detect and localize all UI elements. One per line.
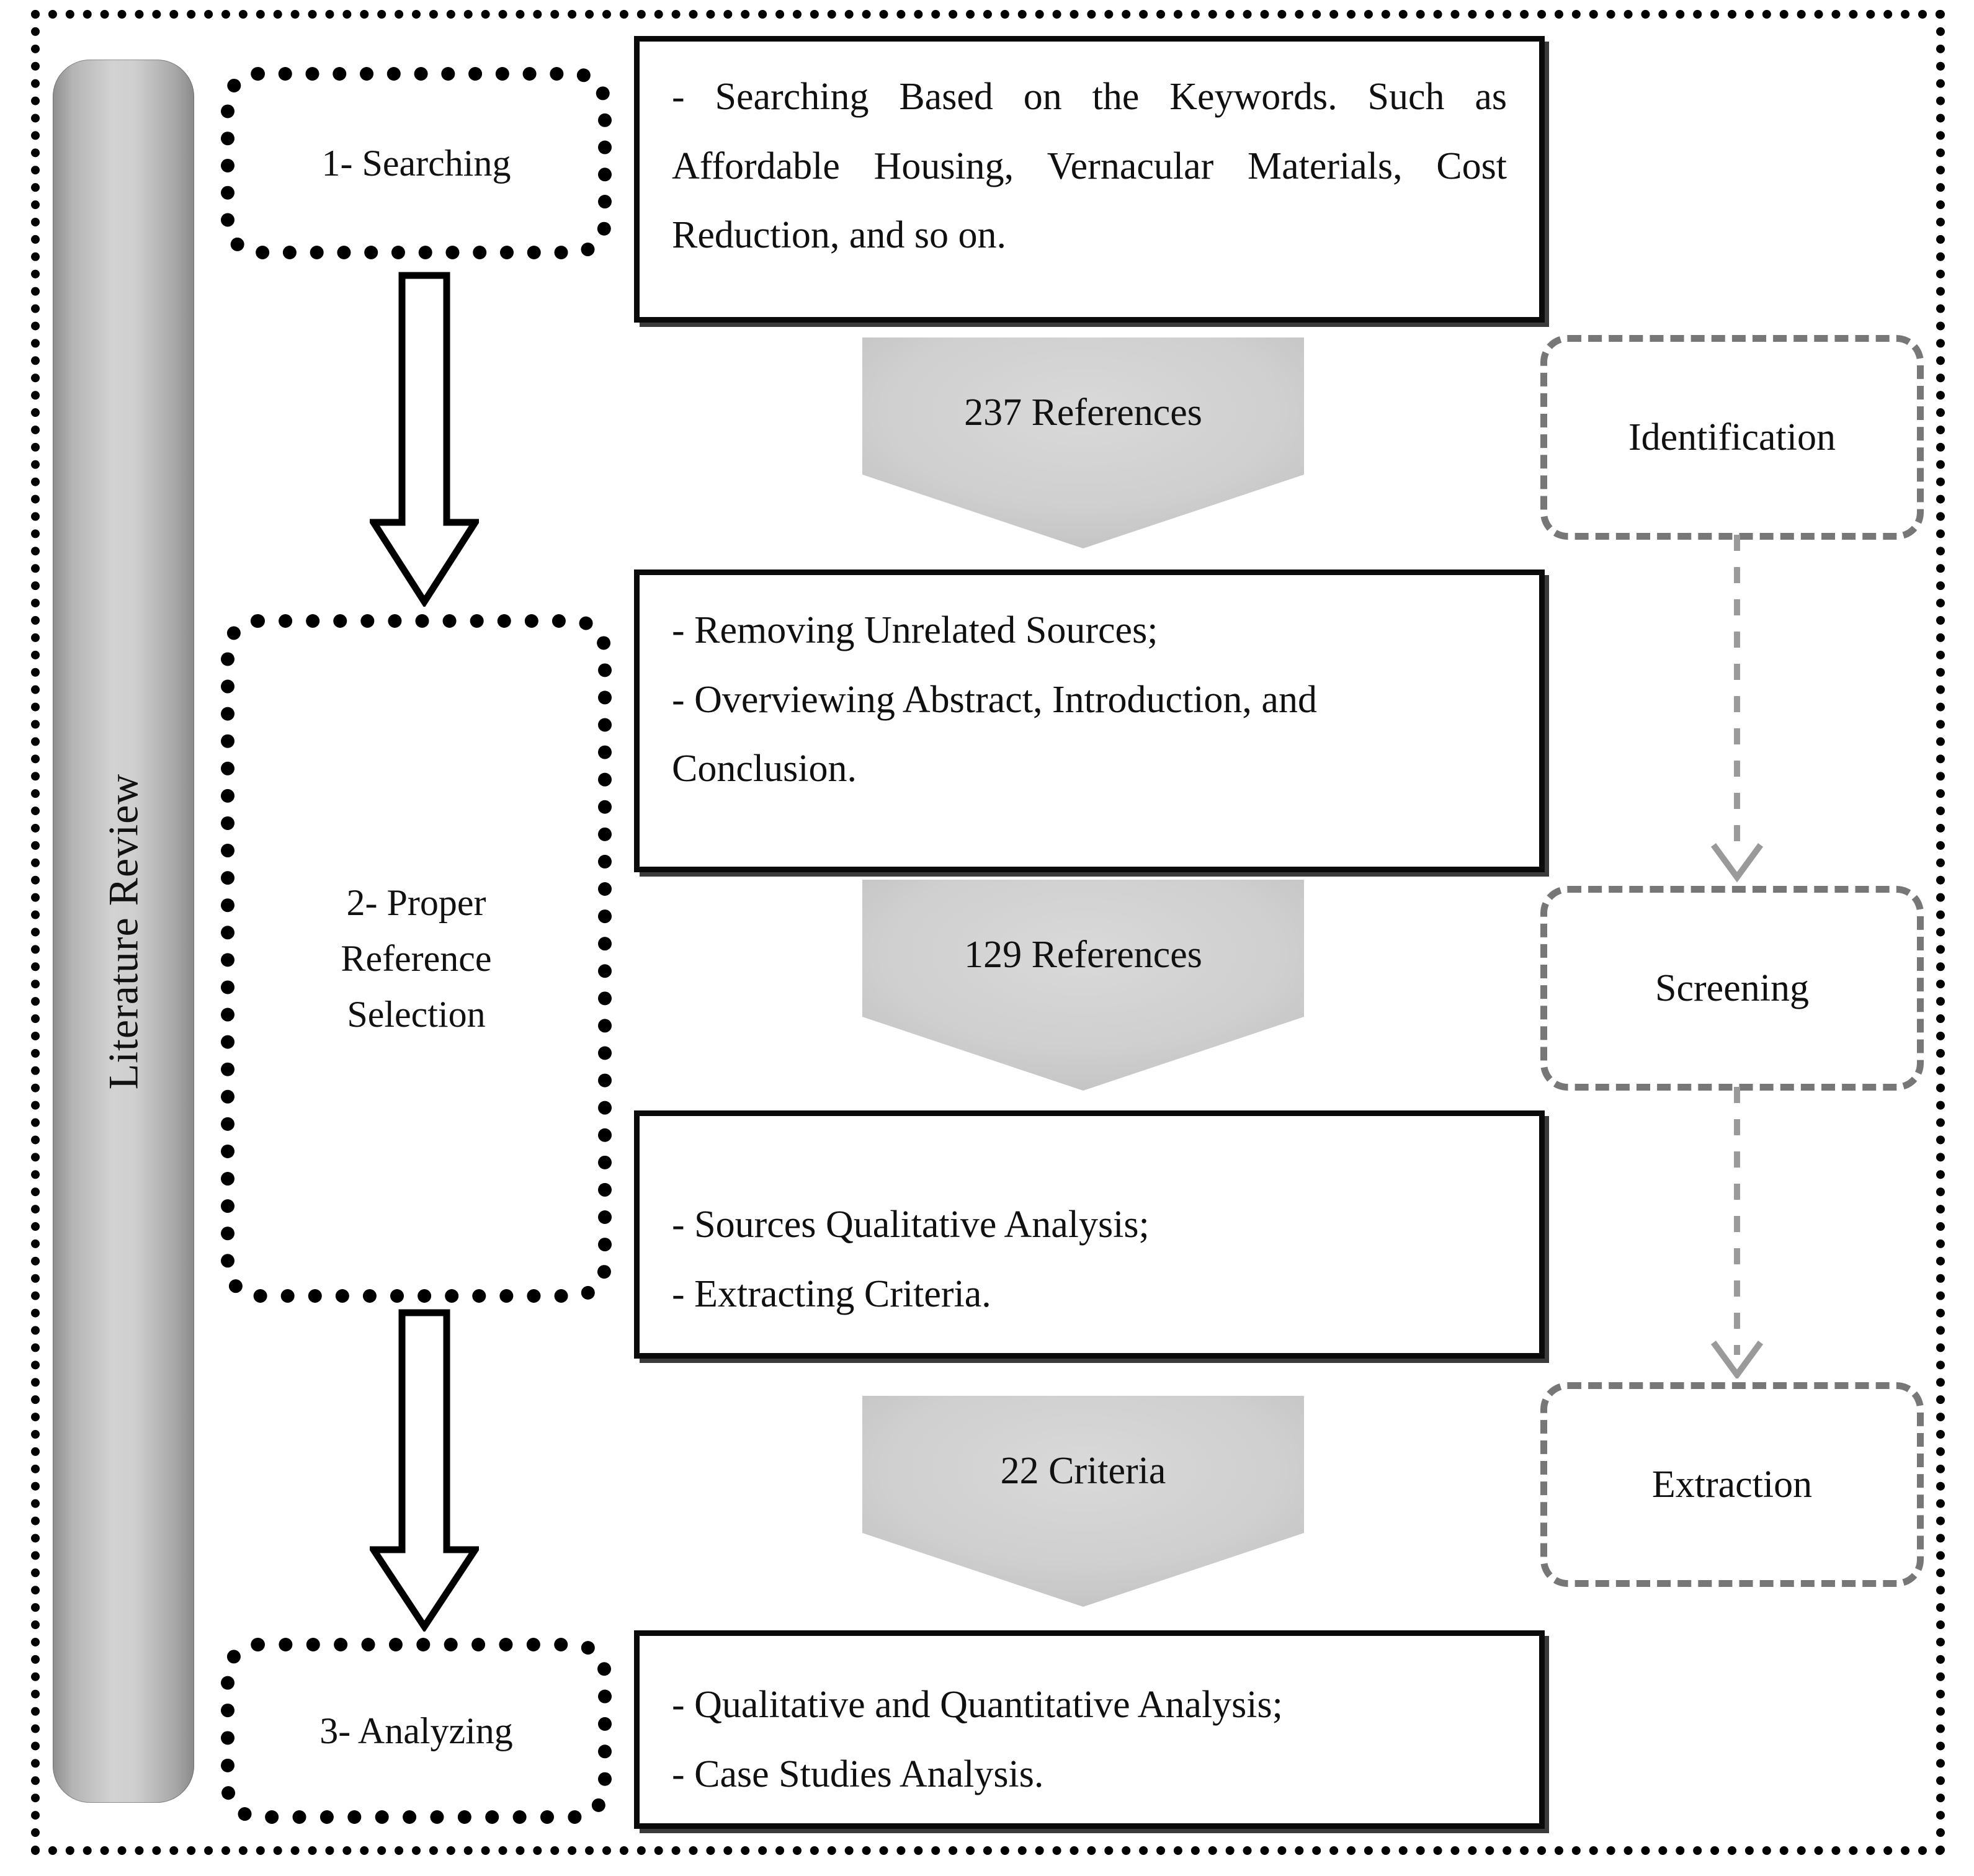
content-box-analyzing-details: - Qualitative and Quantitative Analysis;… [634, 1630, 1545, 1829]
step-label-1: 1- Searching [321, 143, 511, 184]
count-label-3: 22 Criteria [1000, 1450, 1166, 1492]
content-box-screening-details: - Removing Unrelated Sources; - Overview… [634, 570, 1545, 872]
flow-arrow-selection-to-analyzing [370, 1309, 479, 1632]
content-line: - Overviewing Abstract, Introduction, an… [672, 678, 1317, 790]
stage-box-identification[interactable]: Identification [1540, 335, 1924, 540]
stage-connector-identification-to-screening [1700, 535, 1774, 883]
content-box-searching-details: - Searching Based on the Keywords. Such … [634, 36, 1545, 323]
count-label-1: 237 References [964, 391, 1202, 434]
literature-review-bar: Literature Review [53, 60, 194, 1803]
literature-review-label: Literature Review [99, 773, 147, 1089]
count-label-2: 129 References [964, 934, 1202, 976]
content-box-extraction-details: - Sources Qualitative Analysis; - Extrac… [634, 1110, 1545, 1359]
content-line: - Case Studies Analysis. [672, 1753, 1044, 1795]
content-line: - Searching Based on the Keywords. Such … [672, 76, 1507, 257]
stage-label-1: Identification [1628, 416, 1836, 458]
content-line: - Extracting Criteria. [672, 1272, 991, 1315]
content-line: - Qualitative and Quantitative Analysis; [672, 1684, 1283, 1726]
stage-box-extraction[interactable]: Extraction [1540, 1382, 1924, 1587]
content-line: - Sources Qualitative Analysis; [672, 1204, 1150, 1246]
step-box-searching[interactable]: 1- Searching [221, 67, 612, 259]
stage-connector-screening-to-extraction [1700, 1087, 1774, 1380]
flow-arrow-searching-to-selection [370, 272, 479, 607]
stage-label-2: Screening [1655, 967, 1809, 1009]
step-box-proper-reference-selection[interactable]: 2- Proper Reference Selection [221, 614, 612, 1303]
outer-dotted-frame [31, 10, 1945, 1855]
content-line: - Removing Unrelated Sources; [672, 609, 1158, 651]
stage-label-3: Extraction [1651, 1463, 1813, 1506]
step-box-analyzing[interactable]: 3- Analyzing [221, 1638, 612, 1824]
stage-box-screening[interactable]: Screening [1540, 886, 1924, 1091]
step-label-3: 3- Analyzing [319, 1710, 513, 1751]
step-label-2: 2- Proper Reference Selection [341, 882, 492, 1035]
